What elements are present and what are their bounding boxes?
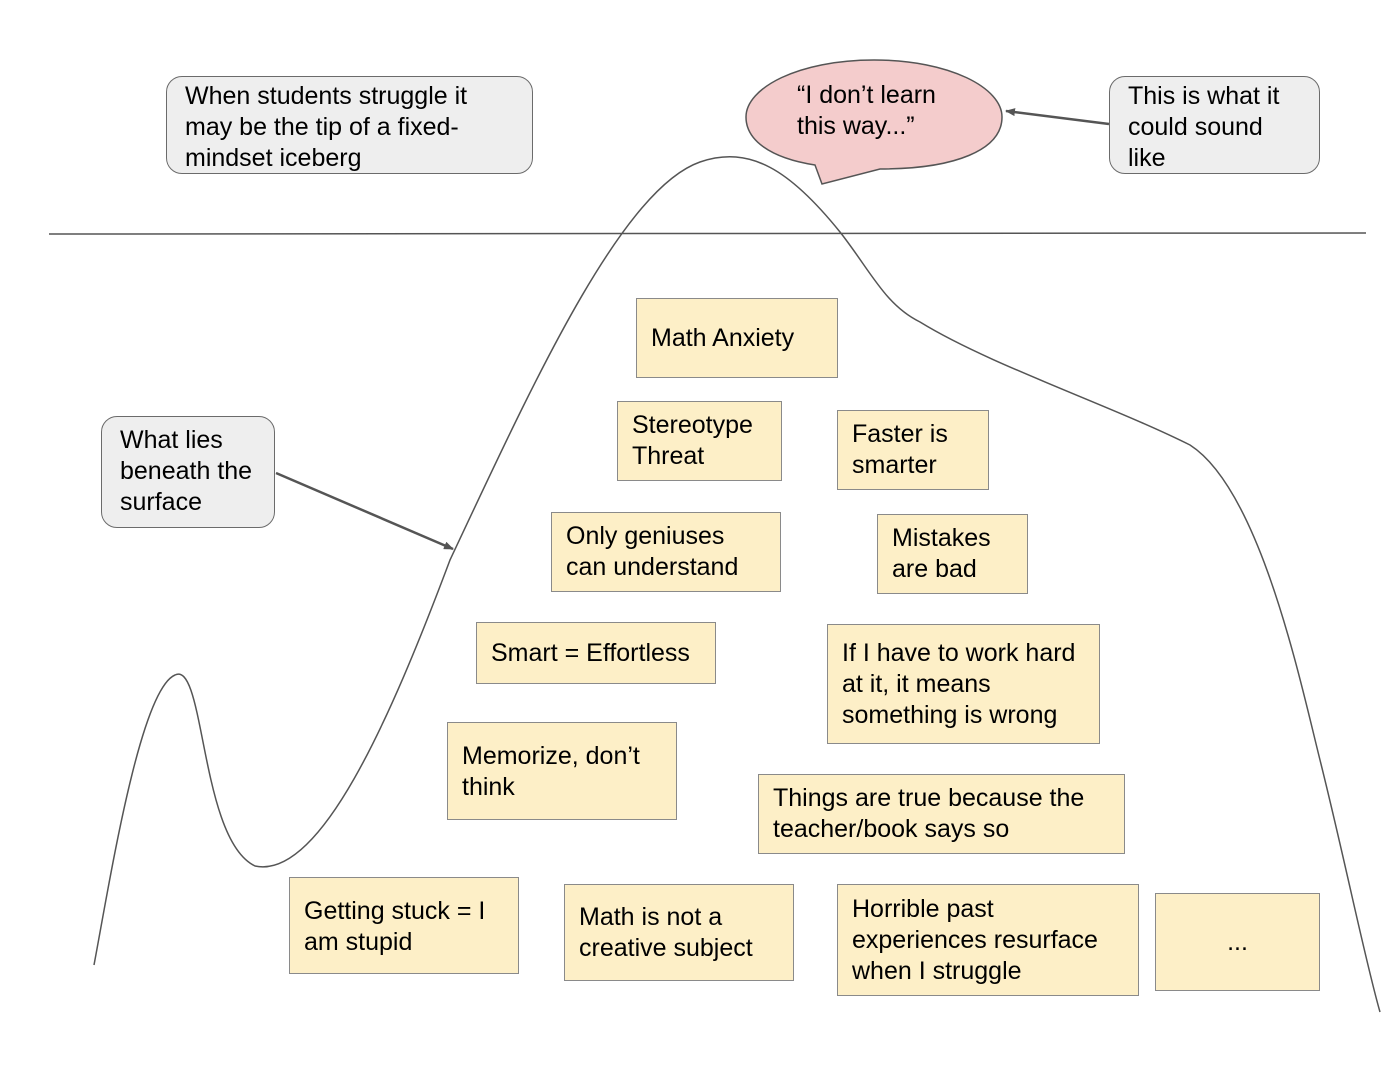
note-ellipsis: ... xyxy=(1155,893,1320,991)
arrow-to-bubble xyxy=(1005,108,1110,126)
callout-tip-text: When students struggle it may be the tip… xyxy=(185,82,468,172)
note-work-hard-wrong: If I have to work hard at it, it means s… xyxy=(827,624,1100,744)
callout-beneath-surface: What lies beneath the surface xyxy=(101,416,275,528)
note-smart-effortless: Smart = Effortless xyxy=(476,622,716,684)
arrow-to-iceberg xyxy=(275,471,454,551)
callout-could-sound-like: This is what it could sound like xyxy=(1109,76,1320,174)
surface-line xyxy=(48,232,1367,235)
speech-bubble-shape xyxy=(745,59,1003,185)
note-memorize-dont-think: Memorize, don’t think xyxy=(447,722,677,820)
note-past-experiences: Horrible past experiences resurface when… xyxy=(837,884,1139,996)
note-mistakes-are-bad: Mistakes are bad xyxy=(877,514,1028,594)
iceberg-outline xyxy=(93,156,1381,1013)
note-math-anxiety: Math Anxiety xyxy=(636,298,838,378)
note-only-geniuses: Only geniuses can understand xyxy=(551,512,781,592)
note-getting-stuck: Getting stuck = I am stupid xyxy=(289,877,519,974)
note-faster-is-smarter: Faster is smarter xyxy=(837,410,989,490)
note-not-creative-subject: Math is not a creative subject xyxy=(564,884,794,981)
note-teacher-book-says-so: Things are true because the teacher/book… xyxy=(758,774,1125,854)
note-stereotype-threat: Stereotype Threat xyxy=(617,401,782,481)
callout-beneath-text: What lies beneath the surface xyxy=(120,426,253,516)
speech-bubble-text: “I don’t learn this way...” xyxy=(797,81,936,140)
callout-tip-of-iceberg: When students struggle it may be the tip… xyxy=(166,76,533,174)
callout-sound-text: This is what it could sound like xyxy=(1128,82,1280,172)
